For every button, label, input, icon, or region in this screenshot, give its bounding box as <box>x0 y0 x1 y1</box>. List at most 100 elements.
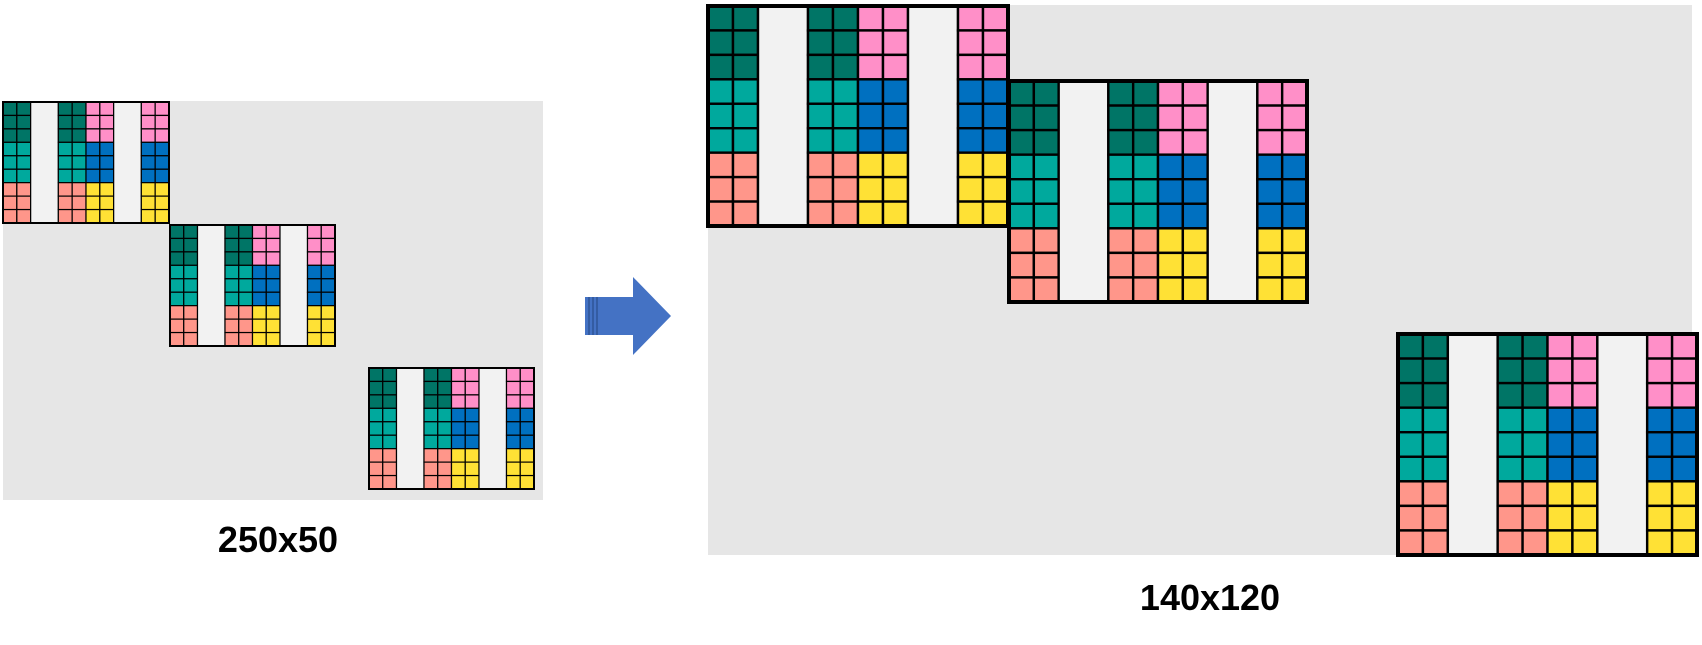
cell-teal <box>706 127 735 154</box>
cell-teal <box>57 141 73 157</box>
cell-salmon <box>169 331 185 347</box>
cell-blue <box>265 291 281 307</box>
cell-pink <box>85 128 101 143</box>
cell-dark-teal <box>731 4 760 32</box>
left-block-2 <box>169 224 336 347</box>
empty-column <box>196 224 226 347</box>
cell-teal <box>1421 455 1450 483</box>
cell-dark-teal <box>1396 357 1425 385</box>
cell-pink <box>881 53 910 81</box>
cell-yellow <box>981 175 1010 203</box>
cell-blue <box>464 421 480 436</box>
cell-salmon <box>382 474 398 490</box>
cell-dark-teal <box>1032 128 1060 156</box>
cell-dark-teal <box>224 237 240 253</box>
cell-pink <box>464 367 480 383</box>
cell-dark-teal <box>1107 79 1135 107</box>
cell-dark-teal <box>706 53 735 81</box>
cell-dark-teal <box>806 53 835 81</box>
cell-blue <box>1256 153 1284 181</box>
left-size-label: 250x50 <box>217 519 339 560</box>
cell-teal <box>71 155 87 170</box>
cell-salmon <box>731 151 760 179</box>
cell-salmon <box>382 448 398 463</box>
cell-blue <box>1280 178 1309 205</box>
cell-blue <box>85 141 101 157</box>
cell-dark-teal <box>1131 79 1160 107</box>
cell-salmon <box>183 305 199 320</box>
cell-blue <box>450 407 466 423</box>
cell-teal <box>731 127 760 154</box>
cell-teal <box>1521 431 1549 458</box>
cell-pink <box>1256 79 1284 107</box>
cell-salmon <box>183 318 199 334</box>
arrow-shape <box>585 277 671 355</box>
cell-yellow <box>856 200 885 228</box>
cell-pink <box>981 29 1010 57</box>
cell-dark-teal <box>1496 332 1524 360</box>
cell-salmon <box>2 182 18 197</box>
block-outline <box>1396 332 1699 557</box>
cell-teal <box>368 421 384 436</box>
cell-yellow <box>1280 227 1309 255</box>
cell-salmon <box>1496 529 1524 557</box>
cell-salmon <box>706 151 735 179</box>
cell-dark-teal <box>1107 128 1135 156</box>
cell-dark-teal <box>423 380 439 396</box>
cell-yellow <box>85 195 101 211</box>
cell-salmon <box>224 305 240 320</box>
cell-yellow <box>1156 251 1185 279</box>
cell-salmon <box>1521 529 1549 557</box>
cell-yellow <box>505 474 521 490</box>
cell-yellow <box>1670 480 1699 508</box>
cell-pink <box>519 367 535 383</box>
left-block-1 <box>2 101 170 224</box>
cell-pink <box>1546 332 1574 360</box>
cell-salmon <box>423 474 439 490</box>
cell-dark-teal <box>169 237 185 253</box>
cell-pink <box>251 224 267 240</box>
cell-yellow <box>140 208 156 224</box>
cell-yellow <box>1645 480 1674 508</box>
cell-teal <box>1131 178 1160 205</box>
cell-yellow <box>450 448 466 463</box>
cell-blue <box>1546 455 1574 483</box>
cell-teal <box>2 155 18 170</box>
cell-pink <box>1645 357 1674 385</box>
cell-pink <box>99 101 115 117</box>
cell-pink <box>1670 357 1699 385</box>
cell-pink <box>265 237 281 253</box>
cell-blue <box>140 141 156 157</box>
cell-pink <box>519 394 535 409</box>
cell-teal <box>806 78 835 105</box>
empty-column <box>1596 332 1649 557</box>
cell-yellow <box>519 474 535 490</box>
cell-teal <box>1032 153 1060 181</box>
cell-dark-teal <box>731 53 760 81</box>
cell-dark-teal <box>1521 332 1549 360</box>
block-outline <box>2 101 170 224</box>
cell-dark-teal <box>1496 357 1524 385</box>
cell-teal <box>1032 202 1060 230</box>
cell-yellow <box>1571 504 1599 532</box>
cell-salmon <box>806 175 835 203</box>
cell-pink <box>1256 128 1284 156</box>
empty-column <box>279 224 309 347</box>
right-arrow-icon <box>585 277 671 355</box>
cell-dark-teal <box>382 367 398 383</box>
cell-yellow <box>464 461 480 477</box>
empty-column <box>906 4 960 228</box>
cell-salmon <box>16 208 32 224</box>
cell-dark-teal <box>71 101 87 117</box>
cell-salmon <box>423 461 439 477</box>
cell-teal <box>1107 178 1135 205</box>
cell-salmon <box>368 461 384 477</box>
cell-yellow <box>464 474 480 490</box>
cell-blue <box>99 141 115 157</box>
cell-yellow <box>1571 480 1599 508</box>
right-block-2 <box>1007 79 1309 304</box>
cell-pink <box>1156 128 1185 156</box>
cell-dark-teal <box>1007 79 1036 107</box>
cell-pink <box>450 380 466 396</box>
cell-yellow <box>1156 227 1185 255</box>
